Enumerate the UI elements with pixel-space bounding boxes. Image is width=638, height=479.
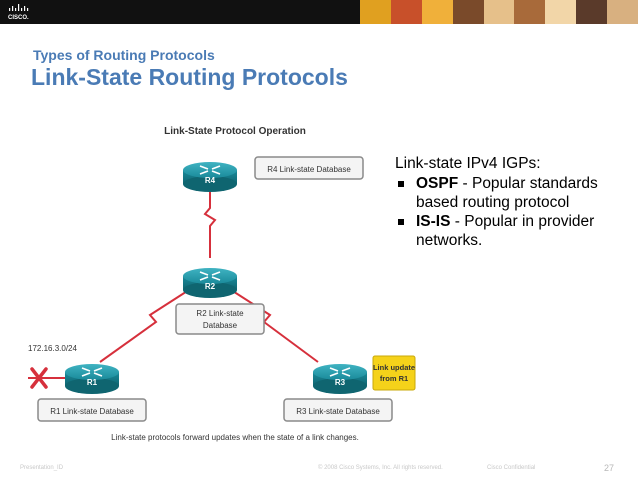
db-label-r3: R3 Link-state Database xyxy=(296,407,380,416)
db-label-r2-line1: R2 Link-state xyxy=(196,309,244,318)
db-label-r1: R1 Link-state Database xyxy=(50,407,134,416)
link-update-box: Link update from R1 xyxy=(372,355,416,391)
logo-text: CISCO. xyxy=(8,15,29,21)
db-box-r2: R2 Link-state Database xyxy=(175,303,265,335)
bullet-item-bold: OSPF xyxy=(416,175,459,192)
link-update-line1: Link update xyxy=(373,363,415,372)
header-photo-strip xyxy=(360,0,638,24)
header-photo xyxy=(545,0,577,24)
header-photo xyxy=(360,0,391,24)
header-photo xyxy=(576,0,608,24)
db-label-r2-line2: Database xyxy=(203,321,238,330)
link-r2-r3 xyxy=(227,287,319,363)
header-photo xyxy=(421,0,453,24)
square-bullet-icon xyxy=(398,219,404,225)
diagram-title: Link-State Protocol Operation xyxy=(164,126,306,137)
db-label-r4: R4 Link-state Database xyxy=(267,165,351,174)
square-bullet-icon xyxy=(398,181,404,187)
cisco-logo: CISCO. xyxy=(6,3,40,21)
slide-title: Link-State Routing Protocols xyxy=(31,64,348,90)
header-photo xyxy=(607,0,638,24)
bullet-item-bold: IS-IS xyxy=(416,213,451,230)
bullet-item: IS-IS - Popular in provider networks. xyxy=(395,212,625,250)
bullet-item-text: - Popular standards based routing protoc… xyxy=(416,175,598,211)
bullet-list: OSPF - Popular standards based routing p… xyxy=(395,174,625,250)
slide-subtitle: Types of Routing Protocols xyxy=(33,47,215,63)
footer-confidential: Cisco Confidential xyxy=(487,465,536,471)
footer-presentation-id: Presentation_ID xyxy=(20,465,64,471)
router-arrows-icon xyxy=(81,367,103,377)
cisco-logo-icon: CISCO. xyxy=(8,4,29,21)
link-state-diagram: Link-State Protocol Operation xyxy=(0,110,416,455)
link-update-line2: from R1 xyxy=(380,374,408,383)
header-photo xyxy=(390,0,422,24)
diagram-canvas: Link-State Protocol Operation xyxy=(28,126,416,442)
router-label: R1 xyxy=(87,378,98,387)
bullets-intro: Link-state IPv4 IGPs: xyxy=(395,155,541,172)
router-label: R3 xyxy=(335,378,346,387)
header-photo xyxy=(452,0,484,24)
db-box-r4: R4 Link-state Database xyxy=(254,156,364,180)
page-number: 27 xyxy=(604,463,615,473)
diagram-caption: Link-state protocols forward updates whe… xyxy=(111,433,359,442)
header-photo xyxy=(514,0,546,24)
header-photo xyxy=(483,0,515,24)
bullet-item: OSPF - Popular standards based routing p… xyxy=(395,174,625,212)
router-arrows-icon xyxy=(199,165,221,175)
bullet-item-text: - Popular in provider networks. xyxy=(416,213,595,249)
router-label: R4 xyxy=(205,176,216,185)
router-label: R2 xyxy=(205,282,216,291)
router-r4: R4 xyxy=(183,162,237,192)
link-r4-r2 xyxy=(203,190,217,258)
db-box-r1: R1 Link-state Database xyxy=(37,398,147,422)
router-arrows-icon xyxy=(329,367,351,377)
router-r1: R1 xyxy=(65,364,119,394)
footer-copyright: © 2008 Cisco Systems, Inc. All rights re… xyxy=(318,465,443,471)
router-r2: R2 xyxy=(183,268,237,298)
router-r3: R3 xyxy=(313,364,367,394)
link-r2-r1 xyxy=(99,287,193,363)
router-arrows-icon xyxy=(199,271,221,281)
header-bar: CISCO. xyxy=(0,0,638,24)
network-label: 172.16.3.0/24 xyxy=(28,344,77,353)
link-failure-icon xyxy=(30,367,48,389)
db-box-r3: R3 Link-state Database xyxy=(283,398,393,422)
bullet-list-panel: Link-state IPv4 IGPs: OSPF - Popular sta… xyxy=(395,154,625,250)
